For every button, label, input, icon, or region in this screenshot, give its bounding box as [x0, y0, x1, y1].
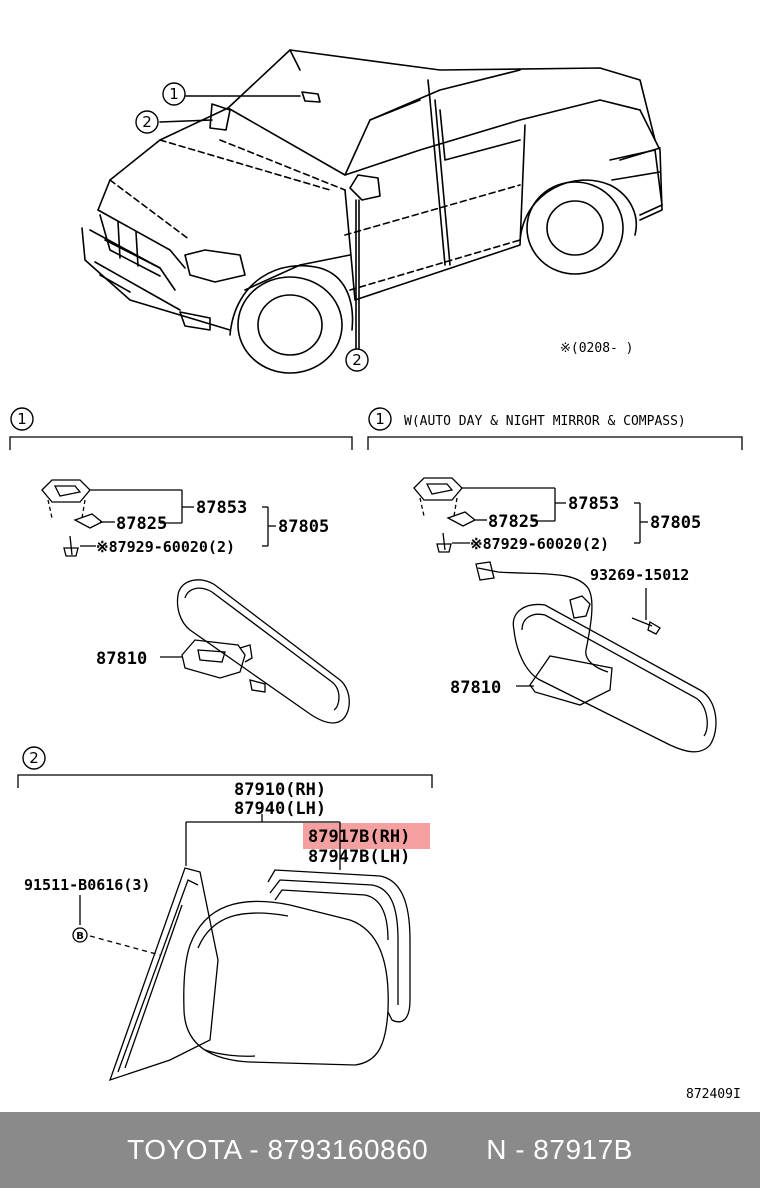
date-note: ※(0208- ): [560, 341, 634, 356]
footer-brand-part-number: TOYOTA - 8793160860: [127, 1134, 429, 1165]
callout-2-vehicle-upper: 2: [135, 110, 159, 134]
callout-1-section-left: 1: [10, 407, 34, 431]
part-87929-right: ※87929-60020(2): [470, 535, 609, 553]
part-87853-left: 87853: [196, 498, 247, 518]
svg-text:2: 2: [142, 113, 152, 131]
section-1-right-bracket: [367, 436, 743, 450]
svg-text:2: 2: [29, 749, 39, 767]
part-87917b: 87917B(RH): [308, 827, 410, 847]
part-93269-right: 93269-15012: [590, 566, 689, 584]
part-87810-left: 87810: [96, 649, 147, 669]
section-1-left-bracket: [9, 436, 353, 450]
footer-catalog-number: N - 87917B: [486, 1134, 633, 1165]
part-91511: 91511-B0616(3): [24, 876, 150, 894]
callout-1-section-right: 1: [368, 407, 392, 431]
part-87853-right: 87853: [568, 494, 619, 514]
part-87929-left: ※87929-60020(2): [96, 538, 235, 556]
mirror-mount-base-right: [413, 477, 477, 553]
outside-mirror-assembly: [108, 867, 411, 1082]
footer-bar: TOYOTA - 8793160860 N - 87917B: [0, 1112, 760, 1188]
svg-text:1: 1: [17, 410, 27, 428]
svg-text:2: 2: [352, 351, 362, 369]
rearview-mirror-right: [475, 561, 717, 753]
callout-2-vehicle-lower: 2: [345, 348, 369, 372]
svg-text:B: B: [76, 931, 84, 942]
figure-code: 872409I: [686, 1087, 741, 1102]
part-87947b: 87947B(LH): [308, 847, 410, 867]
highlight-87917b: [303, 823, 430, 849]
part-87940: 87940(LH): [234, 799, 326, 819]
footer-spacer: [428, 1134, 486, 1166]
callout-2-section: 2: [22, 746, 46, 770]
rearview-mirror-left: [176, 579, 350, 724]
part-87825-right: 87825: [488, 512, 539, 532]
svg-text:1: 1: [169, 85, 179, 103]
mirror-mount-base-left: [41, 479, 104, 557]
svg-text:1: 1: [375, 410, 385, 428]
part-87810-right: 87810: [450, 678, 501, 698]
part-87825-left: 87825: [116, 514, 167, 534]
part-87805-right: 87805: [650, 513, 701, 533]
screw-93269: [631, 617, 661, 635]
parts-diagram: 1 2 2 ※(0208- ) 1: [9, 49, 743, 1102]
vehicle-illustration: [81, 49, 663, 374]
bolt-b: B: [72, 927, 88, 943]
part-87910: 87910(RH): [234, 780, 326, 800]
section-2-bracket: [17, 774, 433, 788]
section-1-right-header: W(AUTO DAY & NIGHT MIRROR & COMPASS): [404, 414, 686, 429]
part-87805-left: 87805: [278, 517, 329, 537]
callout-1-vehicle: 1: [162, 82, 186, 106]
